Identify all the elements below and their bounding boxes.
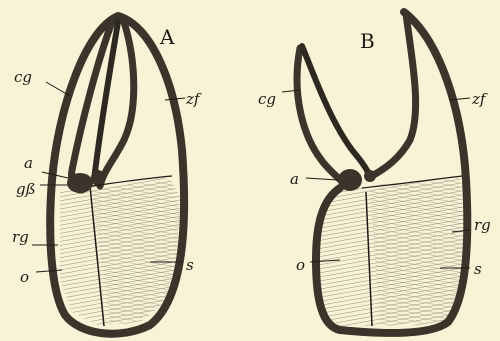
fig-b-right-arm: [372, 14, 416, 176]
fig-a-label-zf: zf: [185, 90, 202, 108]
fig-a-label-o: o: [20, 268, 29, 286]
fig-a-letter: A: [159, 25, 175, 49]
fig-a-label-a: a: [24, 154, 33, 172]
fig-b-leader-a: [306, 178, 338, 180]
fig-a-label-rg: rg: [12, 228, 29, 246]
fig-b-left-arm-outer: [297, 48, 348, 186]
fig-b-label-zf: zf: [471, 90, 488, 108]
fig-a-label-cg: cg: [14, 68, 32, 86]
fig-b-label-cg: cg: [258, 90, 276, 108]
figure-a: A cg zf a gß rg o s: [12, 16, 202, 334]
fig-b-letter: B: [360, 29, 375, 53]
fig-b-label-rg: rg: [474, 216, 491, 234]
fig-b-label-s: s: [474, 260, 482, 278]
fig-b-junction-knot: [338, 169, 362, 191]
fig-b-left-arm-inner: [302, 46, 370, 178]
fig-b-label-a: a: [290, 170, 299, 188]
fig-b-junction-knot-2: [364, 170, 376, 182]
fig-a-junction-knot: [67, 173, 93, 193]
fig-a-junction-knot-2: [91, 170, 105, 186]
fig-a-label-s: s: [186, 256, 194, 274]
fig-b-label-o: o: [296, 256, 305, 274]
fig-a-label-gb: gß: [16, 180, 36, 198]
figure-b: B cg zf a rg o s: [258, 12, 491, 333]
fig-b-lower-region-right: [370, 178, 466, 326]
